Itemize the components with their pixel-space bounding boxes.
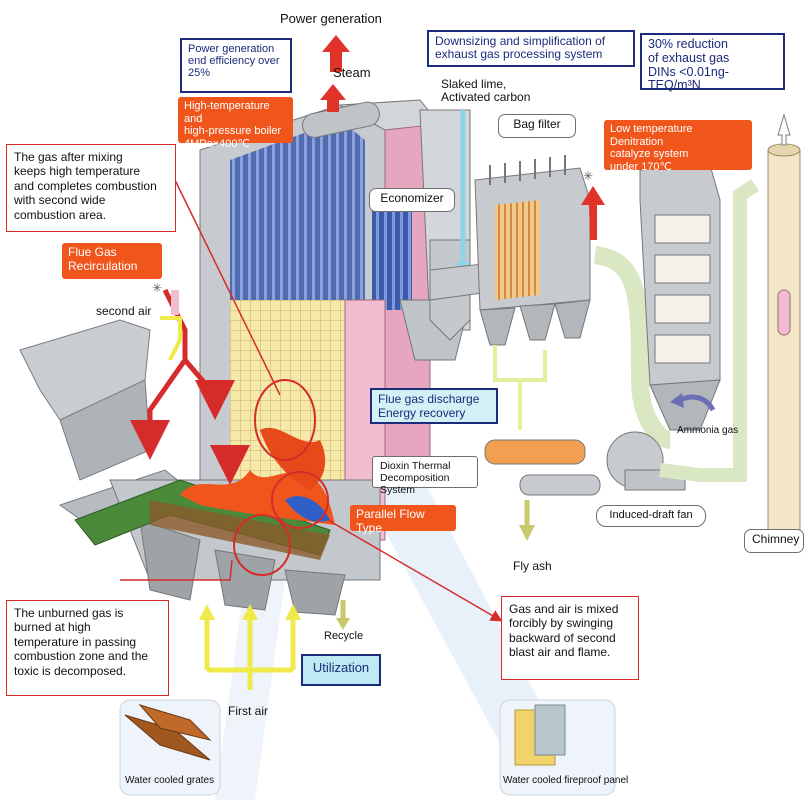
fly-ash-label: Fly ash [513,559,552,573]
denitration-hopper [649,379,721,431]
fireproof-wall [230,300,365,520]
utilization-box: Utilization [301,654,381,686]
flue-gas-recirculation-badge: Flue Gas Recirculation [62,243,162,279]
callout-line-unburned [120,559,233,581]
chimney-exhaust-arrow [777,113,791,146]
filter-hopper-2 [519,303,556,341]
steam-arrow [320,84,346,112]
recirc-arrow-1 [130,288,188,460]
downsizing-box: Downsizing and simplification of exhaust… [427,30,635,67]
reduction-box: 30% reduction of exhaust gas DINs <0.01n… [640,33,785,92]
chimney-flue [777,289,791,336]
slaked-lime-label: Slaked lime, Activated carbon [441,77,531,105]
ammonia-gas-label: Ammonia gas [677,425,739,436]
snowflake-icon-1: ✳ [152,281,162,295]
power-generation-label: Power generation [280,11,382,26]
parallel-flow-badge: Parallel Flow Type [350,505,456,535]
first-air-arrowheads [199,604,301,620]
callout-line-mixing [174,179,281,396]
filter-hopper-1 [479,307,516,346]
snowflake-icon-2: ✳ [583,169,593,183]
zone-circle-2 [271,471,329,529]
power-efficiency-box: Power generation end efficiency over 25% [180,38,292,93]
filter-bags [495,200,540,300]
recycle-label: Recycle [324,630,364,642]
unburned-gas-callout: The unburned gas is burned at high tempe… [6,600,169,696]
recycle-arrowhead [336,618,350,630]
ash-collector-line [493,345,547,382]
economizer-label: Economizer [369,188,455,212]
ash-hopper-3 [284,569,346,616]
waste-layer [150,500,330,560]
gas-after-mixing-callout: The gas after mixing keeps high temperat… [6,144,176,232]
dioxin-unit-2 [519,474,601,496]
bag-filter-label: Bag filter [498,114,576,138]
dioxin-thermal-label: Dioxin Thermal Decomposition System [372,456,478,496]
filter-outlet-arrow [581,186,605,240]
flame-blue [285,496,330,522]
first-air-label: First air [228,704,268,718]
chimney-stack [767,149,801,541]
boiler-tubes [230,120,365,300]
second-air-label: second air [96,304,152,318]
gas-air-mixed-callout: Gas and air is mixed forcibly by swingin… [501,596,639,680]
zone-circle-1 [254,379,316,461]
high-temp-boiler-badge: High-temperature and high-pressure boile… [178,97,293,150]
duct-to-chimney [659,179,759,482]
first-air-arrows [204,615,296,690]
panel-block-2 [534,704,566,756]
dioxin-unit-1 [484,439,586,465]
water-cooled-grates-label: Water cooled grates [125,775,215,786]
chimney-label: Chimney [744,529,804,553]
zone-circle-3 [233,514,291,576]
power-arrow [322,35,350,72]
steam-label: Steam [333,65,371,80]
duct-to-denox [593,246,672,449]
water-cooled-panel-label: Water cooled fireproof panel [503,775,629,786]
induced-draft-fan-label: Induced-draft fan [596,505,706,527]
ash-hopper-2 [214,549,276,611]
grate-bar-2 [138,704,212,741]
economizer-tubes [372,200,412,310]
fly-ash-arrowhead [519,525,535,541]
callout-line-gas-air [327,519,503,622]
flue-gas-discharge-box: Flue gas discharge Energy recovery [370,388,498,424]
ammonia-arrowhead [670,393,684,408]
low-temp-denitration-badge: Low temperature Denitration catalyze sys… [604,120,752,173]
second-air-line [160,316,182,361]
catalyst-layers [654,214,711,364]
recirc-arrow-2 [183,358,235,420]
chimney-top [767,143,801,157]
filter-top-pipes [489,155,566,185]
filter-hopper-3 [554,299,591,339]
